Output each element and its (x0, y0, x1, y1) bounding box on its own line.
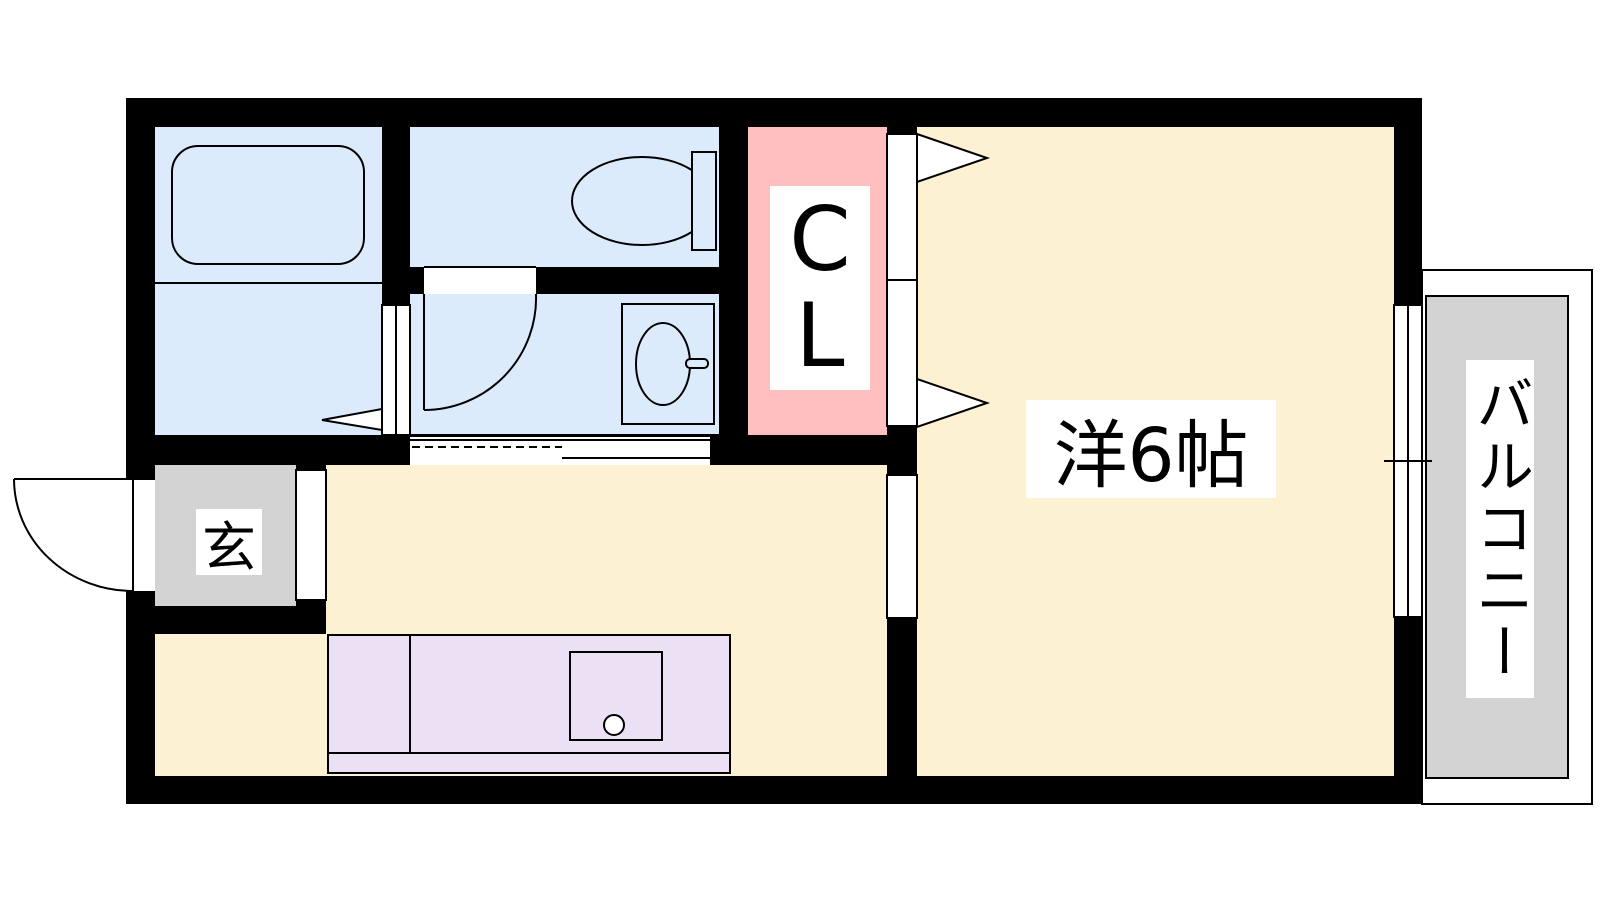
entrance-label: 玄 (196, 509, 262, 579)
toilet-door-swing (423, 293, 538, 411)
closet-door-arrow-upper (916, 132, 991, 184)
room-label: 洋6帖 (1026, 400, 1276, 499)
closet-door-lower (886, 279, 918, 427)
balcony-label: バルコニー (1466, 360, 1534, 698)
closet-label-c: C (789, 188, 851, 291)
closet-door-arrow-lower (916, 377, 991, 429)
entrance-inner-opening (295, 469, 327, 601)
toilet-tank (691, 151, 717, 251)
sink-drain (603, 714, 625, 736)
toilet-door-opening (424, 267, 536, 294)
closet-label-l: L (795, 284, 845, 387)
closet-door-upper (886, 133, 918, 281)
washroom-door-opening (410, 437, 710, 465)
room-door-opening (886, 474, 918, 619)
kitchen-sink (569, 651, 663, 741)
bathroom (155, 127, 382, 435)
entrance-door-swing (13, 478, 134, 592)
entrance-door-opening (126, 480, 155, 591)
hallway-floor (155, 634, 330, 776)
washbasin-counter (621, 303, 715, 425)
closet-label: C L (770, 186, 870, 390)
bathtub (171, 145, 365, 265)
washroom (410, 294, 719, 434)
bath-door-arrow (321, 407, 383, 432)
washbasin-faucet (685, 358, 709, 369)
